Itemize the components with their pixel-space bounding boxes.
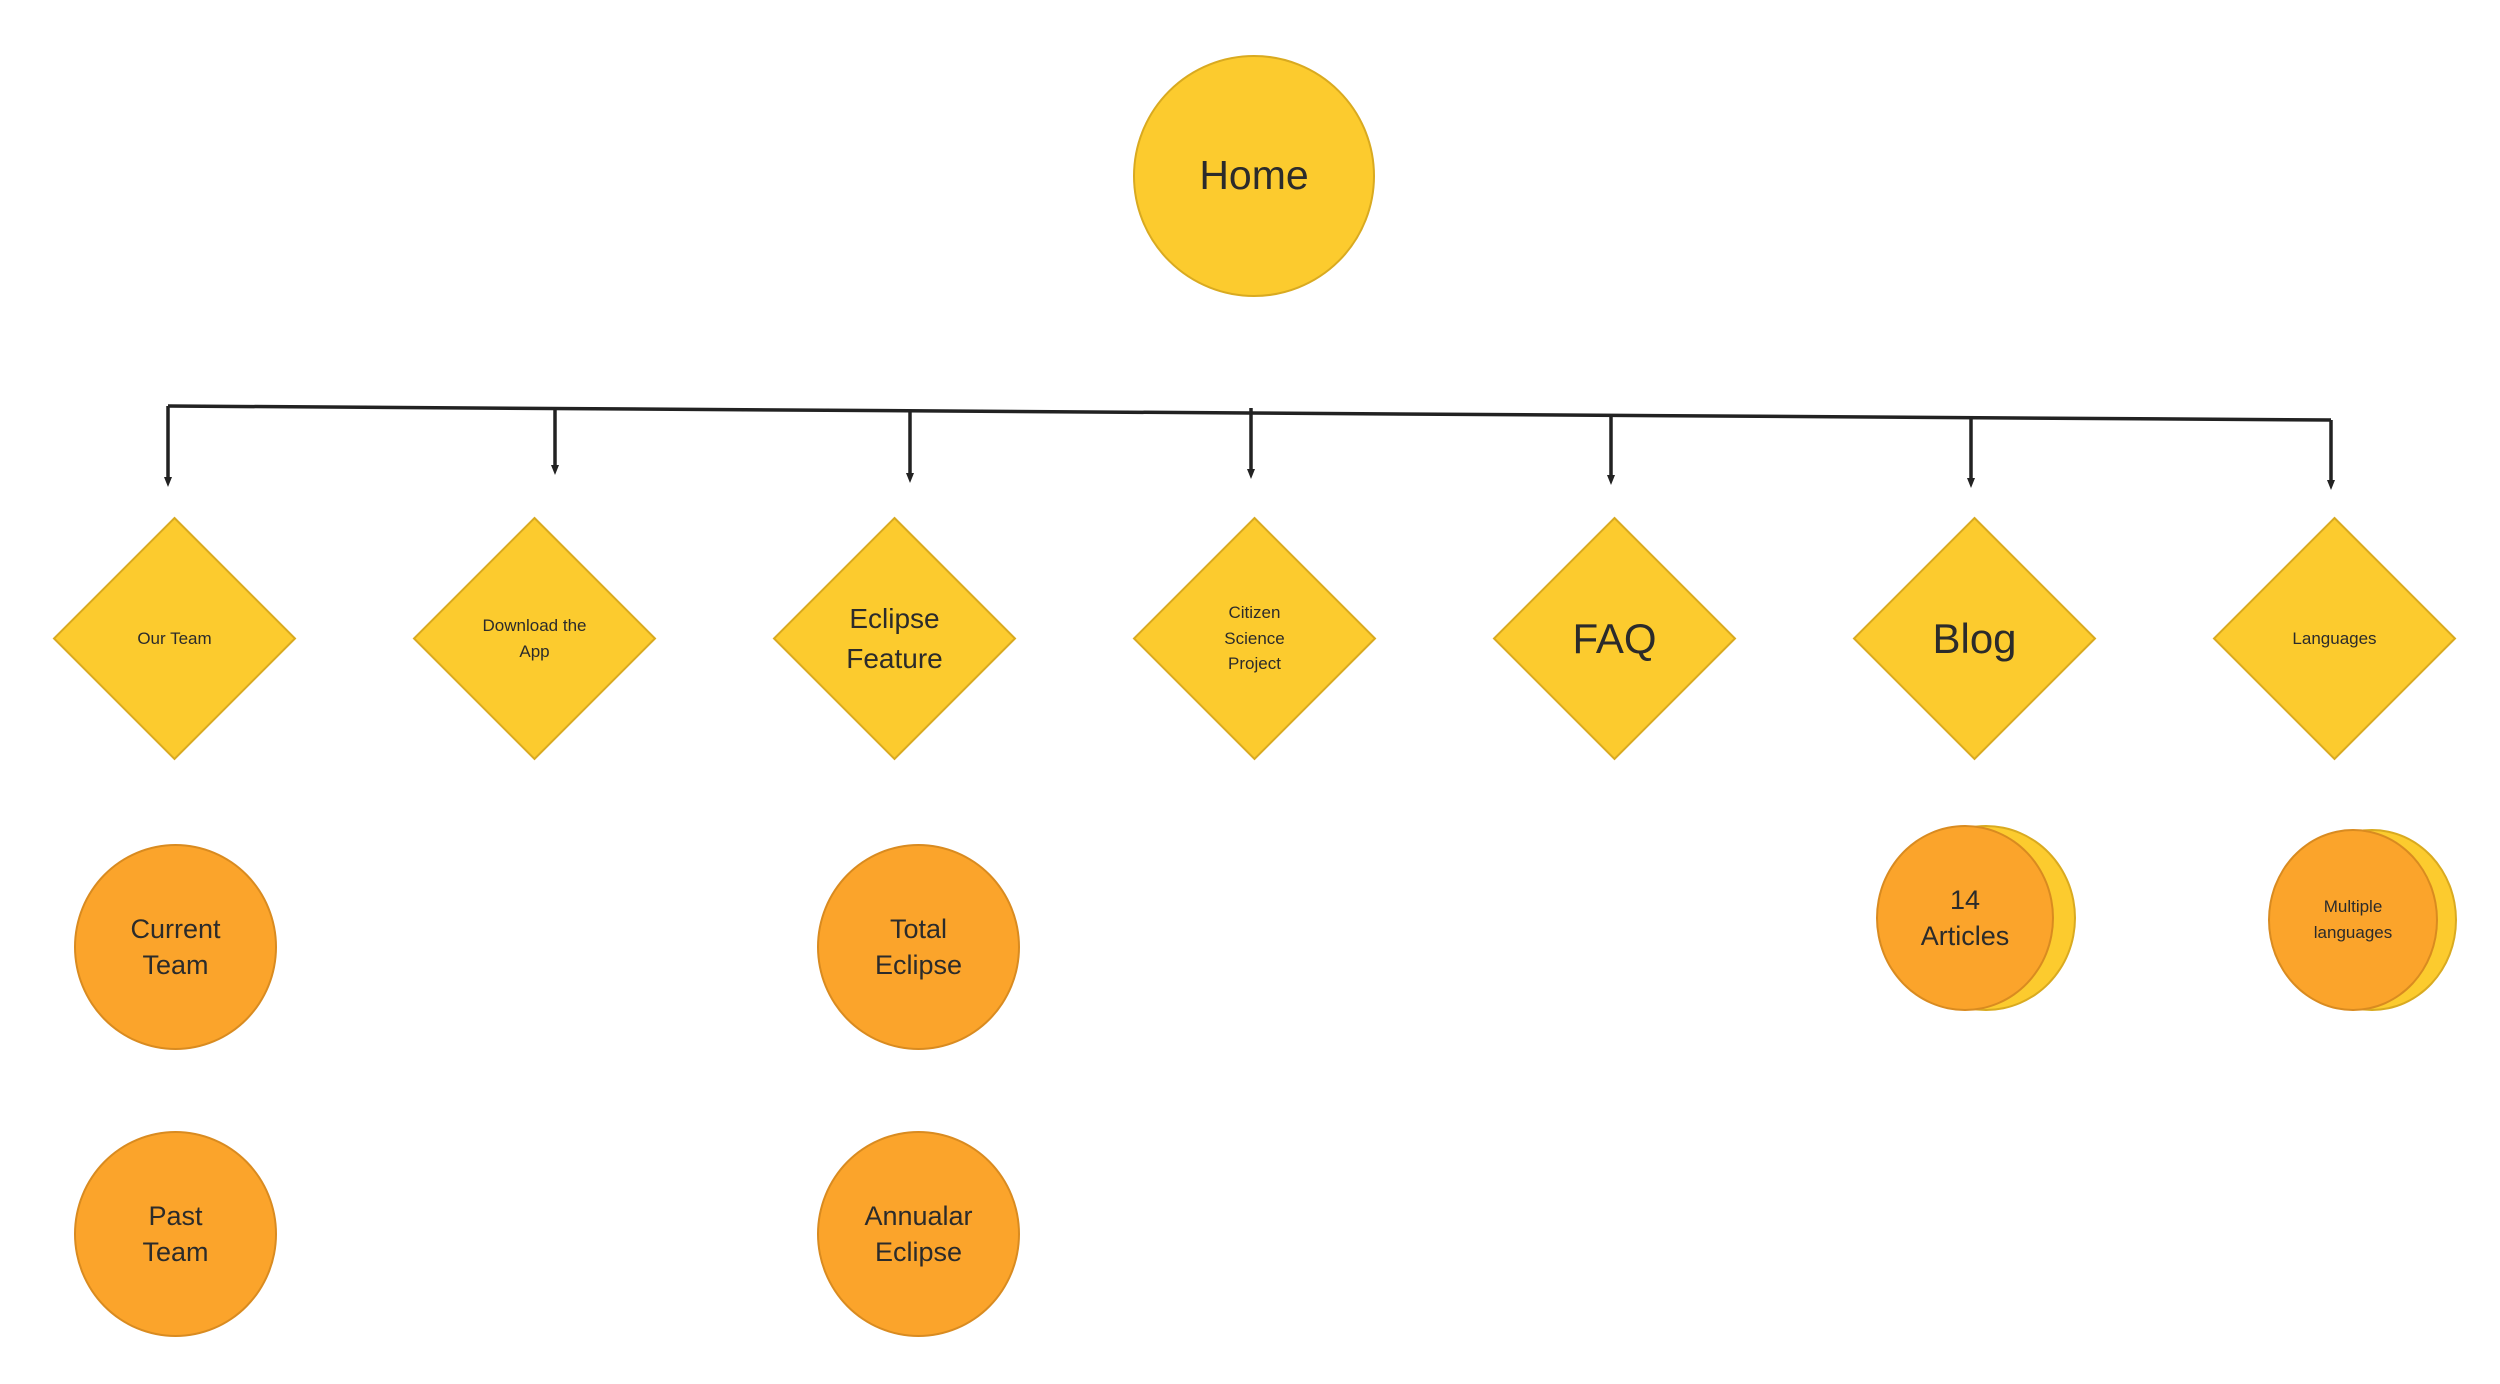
- section-faq[interactable]: FAQ: [1492, 516, 1737, 761]
- diamond-shape: [1852, 516, 2097, 761]
- diamond-shape: [772, 516, 1017, 761]
- child-annualar-eclipse[interactable]: Annualar Eclipse: [817, 1131, 1020, 1337]
- child-current-team[interactable]: Current Team: [74, 844, 277, 1050]
- child-multiple-languages[interactable]: Multiple languages: [2268, 829, 2438, 1011]
- section-citizen-science-label: Citizen Science Project: [1224, 603, 1285, 674]
- child-multiple-languages-label: Multiple languages: [2313, 896, 2393, 942]
- diamond-shape: [52, 516, 297, 761]
- section-blog[interactable]: Blog: [1852, 516, 2097, 761]
- section-eclipse-feature[interactable]: Eclipse Feature: [772, 516, 1017, 761]
- section-our-team-label: Our Team: [137, 628, 212, 648]
- diamond-shape: [2212, 516, 2457, 761]
- home-label: Home: [1199, 152, 1309, 199]
- section-blog-label: Blog: [1932, 614, 2017, 662]
- section-download-app[interactable]: Download the App: [412, 516, 657, 761]
- diamond-shape: [1132, 516, 1377, 761]
- section-languages[interactable]: Languages: [2212, 516, 2457, 761]
- section-download-app-label: Download the App: [482, 616, 587, 661]
- diamond-shape: [1492, 516, 1737, 761]
- diamond-shape: [412, 516, 657, 761]
- home-node[interactable]: Home: [1133, 55, 1375, 297]
- section-languages-label: Languages: [2292, 628, 2377, 648]
- section-our-team[interactable]: Our Team: [52, 516, 297, 761]
- child-past-team[interactable]: Past Team: [74, 1131, 277, 1337]
- child-past-team-label: Past Team: [142, 1200, 209, 1267]
- section-faq-label: FAQ: [1572, 614, 1657, 662]
- section-citizen-science[interactable]: Citizen Science Project: [1132, 516, 1377, 761]
- child-total-eclipse[interactable]: Total Eclipse: [817, 844, 1020, 1050]
- child-current-team-label: Current Team: [130, 913, 221, 980]
- child-annualar-eclipse-label: Annualar Eclipse: [864, 1200, 973, 1267]
- section-eclipse-feature-label: Eclipse Feature: [846, 603, 943, 674]
- child-14-articles[interactable]: 14 Articles: [1876, 825, 2054, 1011]
- child-total-eclipse-label: Total Eclipse: [874, 913, 963, 980]
- child-14-articles-label: 14 Articles: [1920, 884, 2010, 951]
